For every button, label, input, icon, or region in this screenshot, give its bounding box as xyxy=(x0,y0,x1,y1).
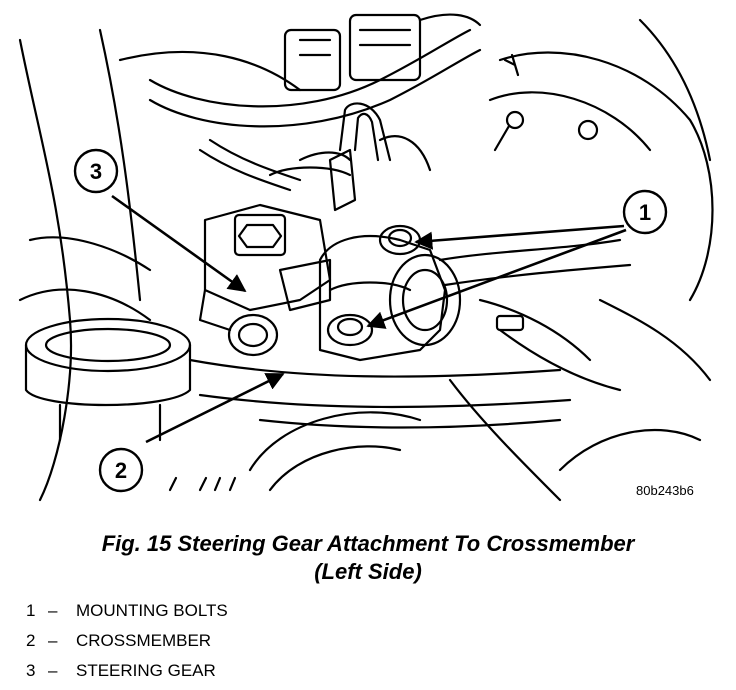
pressure-lines xyxy=(198,102,432,192)
steering-gear-housing xyxy=(198,148,357,357)
legend-dash: – xyxy=(48,661,58,680)
callout-3: 3 xyxy=(73,148,247,293)
callout-1-number: 1 xyxy=(639,200,651,225)
legend-label: MOUNTING BOLTS xyxy=(76,601,228,620)
mounting-bolt-lower xyxy=(326,313,374,347)
left-hose xyxy=(18,28,152,502)
legend-number: 1 xyxy=(26,601,36,620)
legend-dash: – xyxy=(48,601,58,620)
callout-2-number: 2 xyxy=(115,458,127,483)
caption-line-1: Fig. 15 Steering Gear Attachment To Cros… xyxy=(101,531,635,556)
figure-reference-code: 80b243b6 xyxy=(636,483,694,498)
callout-1: 1 xyxy=(366,189,668,329)
lower-right-component xyxy=(168,411,702,492)
figure-caption: Fig. 15 Steering Gear Attachment To Cros… xyxy=(0,530,736,586)
right-hoses xyxy=(438,238,712,382)
mounting-flange xyxy=(318,235,462,362)
legend-item: 3–STEERING GEAR xyxy=(26,656,228,686)
wiring-harness xyxy=(118,13,482,128)
legend-number: 3 xyxy=(26,661,36,680)
caption-line-2: (Left Side) xyxy=(314,559,422,584)
steering-gear-illustration: 1 2 3 xyxy=(18,13,714,502)
legend: 1–MOUNTING BOLTS 2–CROSSMEMBER 3–STEERIN… xyxy=(26,596,228,686)
legend-label: STEERING GEAR xyxy=(76,661,216,680)
legend-item: 1–MOUNTING BOLTS xyxy=(26,596,228,626)
reservoir-cap xyxy=(24,317,192,442)
crossmember xyxy=(188,328,622,502)
legend-label: CROSSMEMBER xyxy=(76,631,212,650)
brake-booster xyxy=(488,18,714,302)
callout-3-number: 3 xyxy=(90,159,102,184)
legend-item: 2–CROSSMEMBER xyxy=(26,626,228,656)
legend-number: 2 xyxy=(26,631,36,650)
legend-dash: – xyxy=(48,631,58,650)
callout-2: 2 xyxy=(98,372,285,493)
